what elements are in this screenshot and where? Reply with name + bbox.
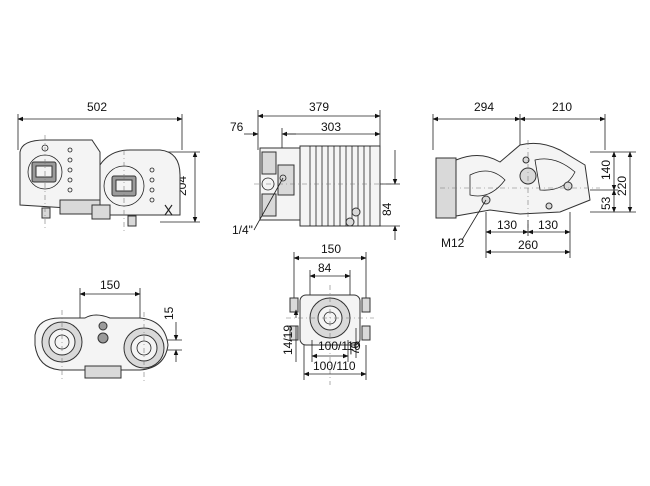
front-view: 502 204 [17,100,200,232]
dim-flange-bolt: 84 [318,261,332,275]
dim-right-b130-left: 130 [497,218,517,232]
dim-right-h220: 220 [615,176,629,196]
dim-flange-pcd-inner: 100/110 [318,339,361,353]
dim-right-h140: 140 [599,160,613,180]
side-view: 379 303 76 [230,100,400,240]
dim-right-h53: 53 [599,196,613,210]
dim-side-body: 303 [321,120,341,134]
dim-flange-holes: 14/19 [281,325,295,355]
dim-right-right-width: 210 [552,100,572,114]
dim-bottom-small: 15 [162,306,176,320]
dim-side-total: 379 [309,100,329,114]
dim-flange-outer: 150 [321,242,341,256]
bottom-view: 150 15 [34,278,182,384]
dim-bottom-spacing: 150 [100,278,120,292]
dim-flange-pcd-outer: 100/110 [313,359,356,373]
dim-flange-bore: 70 [348,341,362,355]
dim-side-port-height: 84 [380,202,394,216]
dim-side-thread: 1/4" [232,223,253,237]
flange-view: 150 84 14/19 70 100/110 100/110 [281,242,374,385]
dim-side-offset: 76 [230,120,244,134]
dim-right-left-width: 294 [474,100,494,114]
dim-right-b130-right: 130 [538,218,558,232]
right-view: 294 210 140 220 53 130 130 260 [432,100,636,258]
dim-right-bolt: M12 [441,236,465,250]
dim-right-b260: 260 [518,238,538,252]
dim-front-width: 502 [87,100,107,114]
